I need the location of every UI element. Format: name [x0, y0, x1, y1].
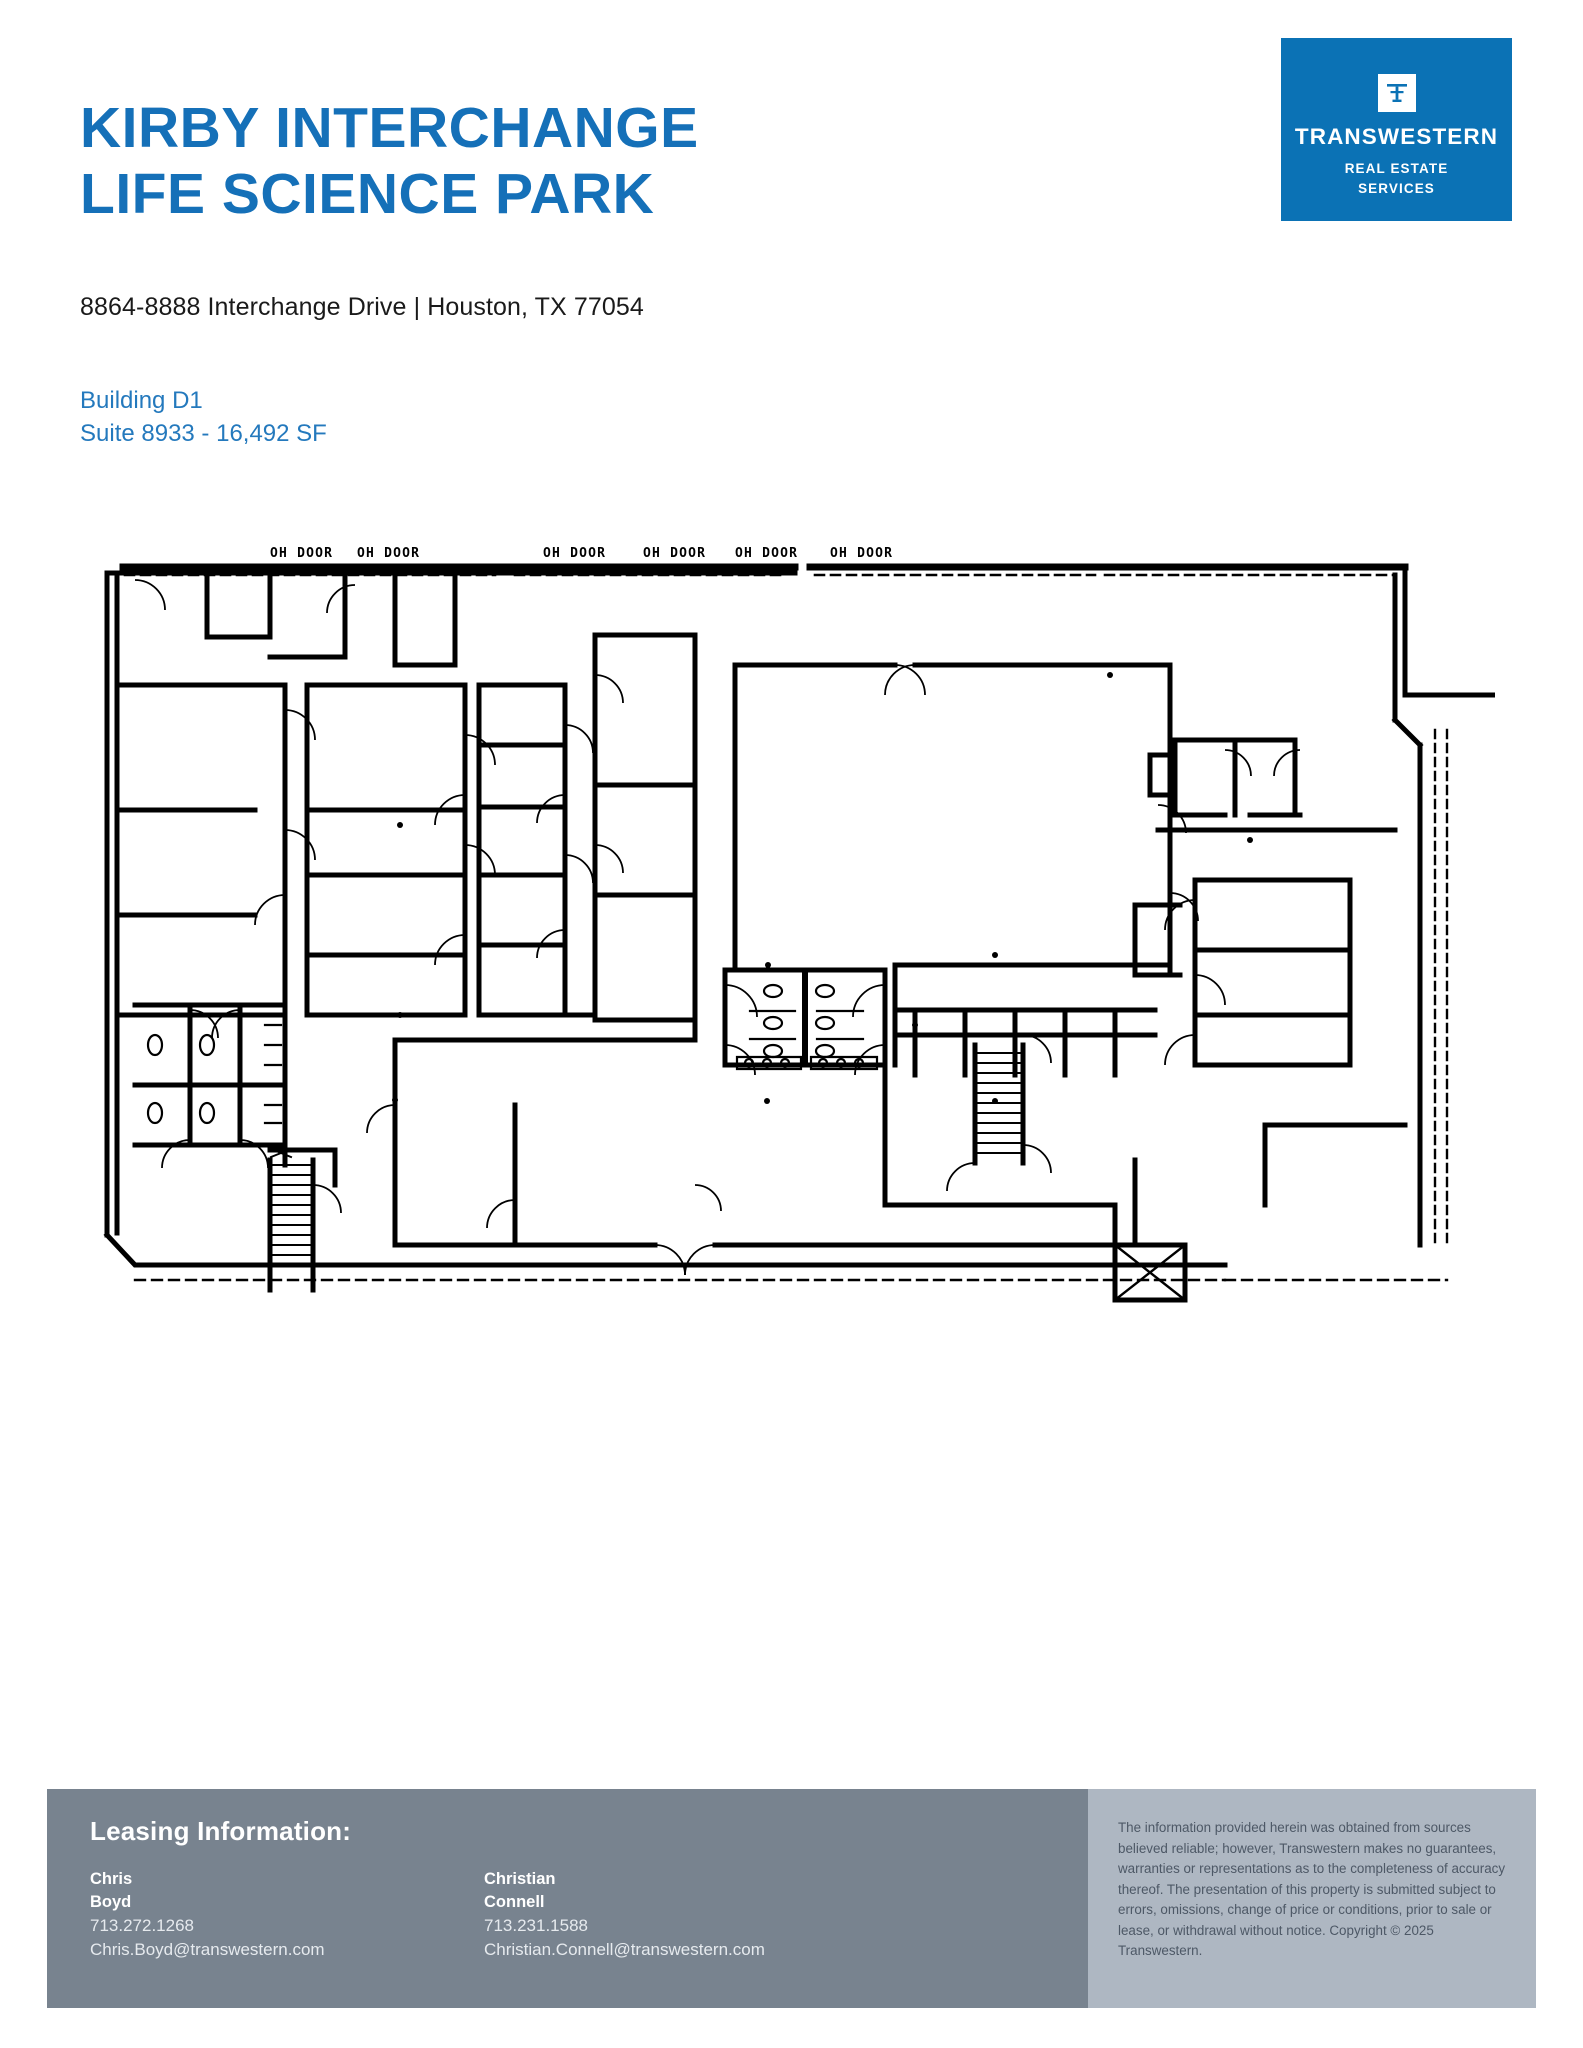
leasing-contact: Chris Boyd 713.272.1268 Chris.Boyd@trans…: [90, 1868, 325, 1962]
contact-last-name: Boyd: [90, 1892, 132, 1911]
suite-label: Suite 8933 - 16,492 SF: [80, 419, 327, 447]
oh-door-labels: OH DOOR OH DOOR OH DOOR OH DOOR OH DOOR …: [270, 546, 893, 561]
leasing-information-heading: Leasing Information:: [90, 1816, 352, 1846]
leasing-contact: Christian Connell 713.231.1588 Christian…: [484, 1868, 765, 1962]
floorplan-drawing: OH DOOR OH DOOR OH DOOR OH DOOR OH DOOR …: [103, 546, 1495, 1303]
page-title: KIRBY INTERCHANGE LIFE SCIENCE PARK: [80, 95, 980, 227]
floorplan-figure: OH DOOR OH DOOR OH DOOR OH DOOR OH DOOR …: [95, 545, 1495, 1305]
contact-email[interactable]: Christian.Connell@transwestern.com: [484, 1939, 765, 1959]
suite-info: Building D1 Suite 8933 - 16,492 SF: [80, 385, 327, 450]
contact-first-name: Chris: [90, 1870, 133, 1888]
contact-email[interactable]: Chris.Boyd@transwestern.com: [90, 1939, 325, 1959]
disclaimer-panel: The information provided herein was obta…: [1088, 1789, 1536, 2008]
floorplan-column-markers: [392, 672, 1253, 1104]
contact-first-name: Christian: [484, 1870, 556, 1888]
page-title-line-1: KIRBY INTERCHANGE: [80, 96, 699, 160]
contact-phone[interactable]: 713.231.1588: [484, 1915, 588, 1935]
property-address: 8864-8888 Interchange Drive | Houston, T…: [80, 293, 644, 321]
logo-tagline-line-1: REAL ESTATE: [1344, 161, 1449, 176]
page-title-line-2: LIFE SCIENCE PARK: [80, 162, 655, 227]
contact-phone[interactable]: 713.272.1268: [90, 1915, 194, 1935]
disclaimer-text: The information provided herein was obta…: [1118, 1820, 1506, 1958]
logo-wordmark: TRANSWESTERN: [1294, 124, 1499, 149]
oh-door-label: OH DOOR: [735, 546, 798, 561]
oh-door-label: OH DOOR: [270, 546, 333, 561]
oh-door-label: OH DOOR: [643, 546, 706, 561]
building-label: Building D1: [80, 387, 203, 414]
logo-tagline-line-2: SERVICES: [1358, 181, 1435, 196]
floorplan-door-swings: [134, 579, 1301, 1276]
footer-bar: Leasing Information: Chris Boyd 713.272.…: [47, 1789, 1536, 2008]
contact-last-name: Connell: [484, 1892, 545, 1911]
oh-door-label: OH DOOR: [543, 546, 606, 561]
page-header: KIRBY INTERCHANGE LIFE SCIENCE PARK 8864…: [0, 0, 1583, 447]
oh-door-label: OH DOOR: [357, 546, 420, 561]
floorplan-walls: [103, 563, 1495, 1303]
transwestern-column-icon: [1377, 74, 1416, 112]
oh-door-label: OH DOOR: [830, 546, 893, 561]
transwestern-logo: TRANSWESTERN REAL ESTATE SERVICES: [1281, 38, 1512, 221]
